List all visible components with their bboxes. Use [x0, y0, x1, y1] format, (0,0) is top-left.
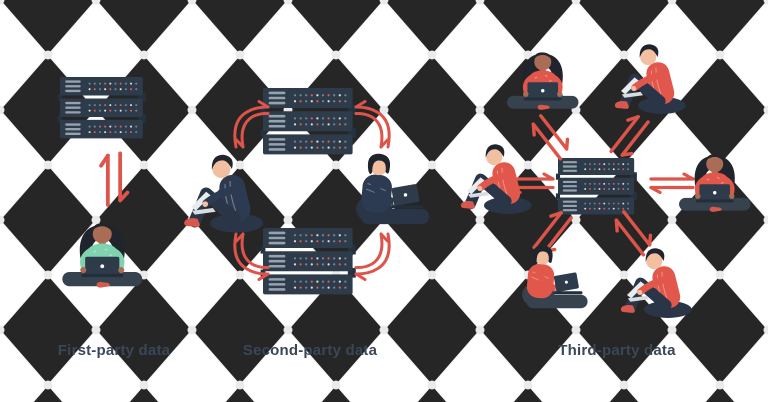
- server-rack-icon: [261, 228, 356, 294]
- panel-label-first-party: First-party data: [57, 342, 171, 359]
- server-rack-icon: [556, 158, 637, 214]
- server-rack-icon: [261, 88, 356, 154]
- panel-label-third-party: Third-party data: [558, 342, 676, 359]
- server-rack-icon: [58, 77, 146, 138]
- panel-label-second-party: Second-party data: [242, 342, 378, 359]
